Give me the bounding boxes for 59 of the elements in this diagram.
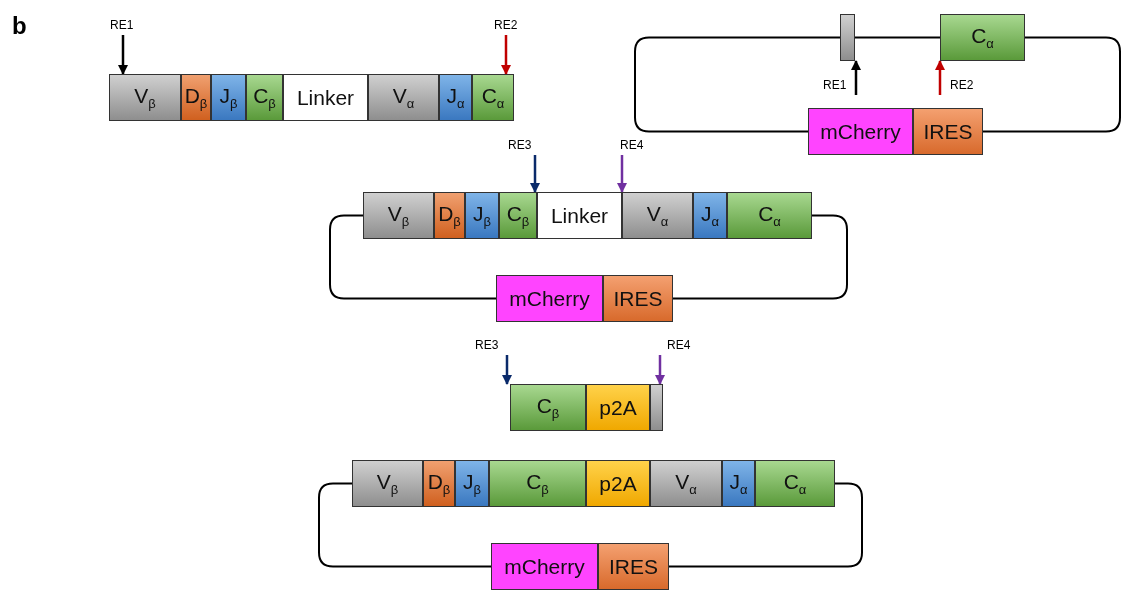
cut-site-arrow <box>118 35 128 75</box>
spacer-segment <box>650 384 663 431</box>
plasmid-backbone <box>329 214 497 300</box>
gene-segment: V$_{β}$ <box>109 74 181 121</box>
reporter-segment: mCherry <box>496 275 603 322</box>
cut-site-arrow <box>502 355 512 385</box>
plasmid-backbone <box>634 36 841 133</box>
cut-site-arrow <box>655 355 665 385</box>
site-label: RE4 <box>667 338 691 352</box>
gene-segment: V$_{α}$ <box>622 192 693 239</box>
spacer-segment <box>840 14 855 61</box>
cut-site-arrow <box>617 155 627 193</box>
gene-segment: C$_{β}$ <box>489 460 586 507</box>
site-label: RE2 <box>494 18 518 32</box>
gene-segment: C$_{α}$ <box>940 14 1025 61</box>
plasmid-backbone <box>982 36 1121 133</box>
ires-segment: IRES <box>603 275 673 322</box>
gene-segment: C$_{β}$ <box>499 192 537 239</box>
cut-site-arrow <box>501 35 511 75</box>
gene-segment: D$_{β}$ <box>423 460 455 507</box>
linker-segment: Linker <box>537 192 622 239</box>
linker-segment: Linker <box>283 74 368 121</box>
gene-segment: J$_{β}$ <box>465 192 499 239</box>
ires-segment: IRES <box>598 543 669 590</box>
plasmid-backbone <box>854 36 941 39</box>
gene-segment: C$_{β}$ <box>510 384 586 431</box>
gene-segment: J$_{β}$ <box>455 460 489 507</box>
site-label: RE2 <box>950 78 974 92</box>
site-label: RE1 <box>110 18 134 32</box>
gene-segment: D$_{β}$ <box>434 192 465 239</box>
gene-segment: V$_{α}$ <box>368 74 439 121</box>
site-label: RE4 <box>620 138 644 152</box>
p2a-segment: p2A <box>586 460 650 507</box>
gene-segment: C$_{α}$ <box>727 192 812 239</box>
gene-segment: D$_{β}$ <box>181 74 211 121</box>
ires-segment: IRES <box>913 108 983 155</box>
gene-segment: C$_{α}$ <box>755 460 835 507</box>
plasmid-backbone <box>672 214 848 300</box>
site-label: RE3 <box>475 338 499 352</box>
site-label: RE1 <box>823 78 847 92</box>
gene-segment: C$_{β}$ <box>246 74 283 121</box>
plasmid-backbone <box>318 482 492 568</box>
plasmid-backbone <box>668 482 863 568</box>
gene-segment: J$_{α}$ <box>693 192 727 239</box>
cut-site-arrow <box>935 60 945 95</box>
gene-segment: J$_{β}$ <box>211 74 246 121</box>
gene-segment: V$_{β}$ <box>352 460 423 507</box>
gene-segment: J$_{α}$ <box>439 74 472 121</box>
gene-segment: C$_{α}$ <box>472 74 514 121</box>
cut-site-arrow <box>851 60 861 95</box>
reporter-segment: mCherry <box>808 108 913 155</box>
site-label: RE3 <box>508 138 532 152</box>
gene-segment: V$_{α}$ <box>650 460 722 507</box>
panel-letter: b <box>12 12 27 40</box>
cut-site-arrow <box>530 155 540 193</box>
p2a-segment: p2A <box>586 384 650 431</box>
reporter-segment: mCherry <box>491 543 598 590</box>
gene-segment: V$_{β}$ <box>363 192 434 239</box>
gene-segment: J$_{α}$ <box>722 460 755 507</box>
